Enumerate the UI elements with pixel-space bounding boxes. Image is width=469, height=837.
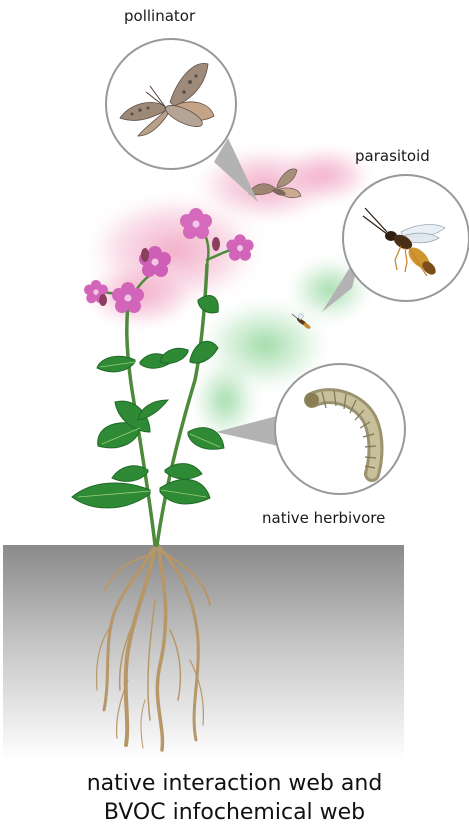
caption-line-1: native interaction web and [0, 769, 469, 798]
figure-caption: native interaction web and BVOC infochem… [0, 769, 469, 827]
soil-layer [3, 545, 404, 760]
flower-bud [141, 248, 149, 262]
parasitoid-label: parasitoid [355, 147, 430, 165]
caption-line-2: BVOC infochemical web [0, 798, 469, 827]
parasitoid-magnifier [343, 175, 469, 301]
pollinator-magnifier [106, 39, 236, 169]
herbivore-magnifier [275, 364, 405, 494]
native-herbivore-label: native herbivore [262, 509, 385, 527]
pollinator-label: pollinator [124, 7, 195, 25]
flower-bud [99, 294, 107, 306]
flower-bud [212, 237, 220, 251]
